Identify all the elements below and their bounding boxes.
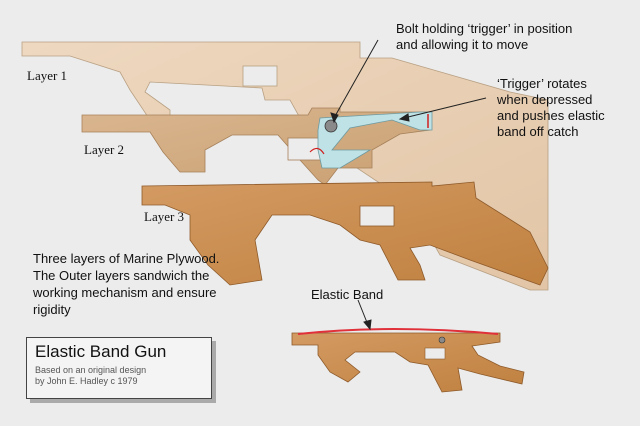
assembled-gun — [291, 328, 525, 393]
rotation-arrow-icon — [309, 147, 325, 155]
title-box: Elastic Band Gun Based on an original de… — [26, 337, 212, 399]
leader-lines — [330, 39, 487, 331]
elastic-band-arrowhead-icon — [363, 319, 372, 331]
trigger-mechanism — [317, 111, 433, 169]
layer-3-plate — [141, 181, 549, 286]
trigger-leader-line — [403, 97, 487, 119]
layer-3-window — [359, 205, 395, 227]
credit-line-2: by John E. Hadley c 1979 — [35, 376, 138, 386]
credit-line-1: Based on an original design — [35, 365, 147, 375]
layer-1-window — [242, 65, 278, 87]
diagram-title: Elastic Band Gun — [35, 342, 167, 361]
bolt-arrowhead-icon — [330, 112, 339, 124]
assembled-gun-window — [424, 347, 446, 360]
elastic-band-icon — [297, 328, 499, 335]
layer-1-label: Layer 1 — [27, 68, 68, 83]
bolt-icon — [324, 119, 338, 133]
construction-description: Three layers of Marine Plywood. The Oute… — [33, 251, 220, 317]
assembled-bolt-icon — [438, 336, 446, 344]
trigger-callout: ‘Trigger’ rotates when depressed and pus… — [497, 76, 605, 139]
layer-2-label: Layer 2 — [84, 142, 125, 157]
bolt-callout: Bolt holding ‘trigger’ in position and a… — [396, 21, 573, 52]
elastic-band-label: Elastic Band — [311, 287, 384, 302]
bolt-leader-line — [333, 39, 379, 119]
trigger-arrowhead-icon — [398, 113, 410, 122]
layer-3-label: Layer 3 — [144, 209, 185, 224]
